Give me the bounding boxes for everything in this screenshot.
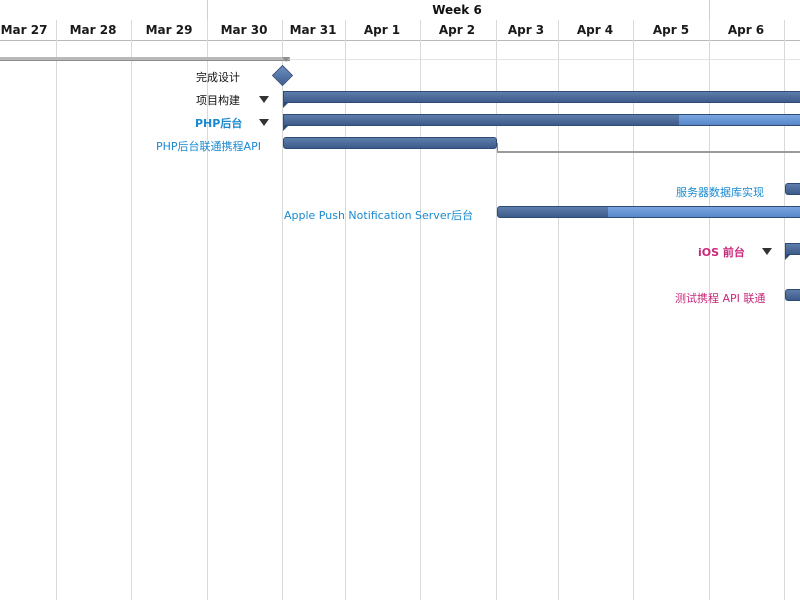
dependency-connector — [497, 143, 498, 152]
task-bar-php-backend[interactable] — [283, 114, 800, 126]
progress-remaining — [608, 207, 800, 217]
grid-line — [558, 20, 559, 600]
day-header: Mar 27 Mar 28 Mar 29 Mar 30 Mar 31 Apr 1… — [0, 20, 800, 41]
task-label-test-api: 测试携程 API 联通 — [675, 292, 766, 305]
summary-end-marker — [282, 57, 290, 62]
grid-line — [131, 20, 132, 600]
week-header: Week 6 — [0, 0, 800, 21]
week-separator — [207, 0, 208, 20]
day-label: Mar 28 — [69, 23, 117, 37]
collapse-triangle-icon[interactable] — [259, 96, 269, 103]
week-label: Week 6 — [432, 3, 482, 17]
grid-line — [709, 20, 710, 600]
task-label-php-backend: PHP后台 — [195, 117, 243, 130]
grid-line — [784, 20, 785, 600]
task-bar-apns[interactable] — [497, 206, 800, 218]
task-label-ios-front: iOS 前台 — [698, 246, 745, 259]
grid-line — [207, 20, 208, 600]
grid-line — [56, 20, 57, 600]
grid-line — [420, 20, 421, 600]
day-label: Apr 3 — [507, 23, 545, 37]
milestone-diamond[interactable] — [271, 64, 294, 87]
task-label-php-api: PHP后台联通携程API — [156, 140, 261, 153]
collapse-triangle-icon[interactable] — [762, 248, 772, 255]
task-bar-project-build[interactable] — [283, 91, 800, 103]
day-label: Apr 5 — [652, 23, 690, 37]
day-label: Apr 6 — [727, 23, 765, 37]
week-separator — [709, 0, 710, 20]
group-row — [0, 41, 800, 60]
summary-bar-top[interactable] — [0, 57, 290, 61]
task-label-project-build: 项目构建 — [196, 94, 240, 107]
grid-line — [633, 20, 634, 600]
task-label-milestone-design: 完成设计 — [196, 71, 240, 84]
day-label: Mar 31 — [289, 23, 337, 37]
task-label-server-db: 服务器数据库实现 — [676, 186, 764, 199]
summary-end-marker — [283, 125, 289, 131]
day-label: Mar 27 — [0, 23, 48, 37]
task-bar-test-api[interactable] — [785, 289, 800, 301]
task-label-apns: Apple Push Notification Server后台 — [284, 209, 474, 222]
summary-end-marker — [785, 254, 791, 260]
day-label: Apr 2 — [438, 23, 476, 37]
day-label: Apr 1 — [363, 23, 401, 37]
task-bar-php-api[interactable] — [283, 137, 497, 149]
grid-line — [496, 20, 497, 600]
dependency-connector — [497, 151, 800, 153]
collapse-triangle-icon[interactable] — [259, 119, 269, 126]
task-bar-server-db[interactable] — [785, 183, 800, 195]
progress-remaining — [679, 115, 800, 125]
task-bar-ios-front[interactable] — [785, 243, 800, 255]
summary-end-marker — [283, 102, 289, 108]
grid-line — [282, 20, 283, 600]
day-label: Mar 29 — [145, 23, 193, 37]
day-label: Apr 4 — [576, 23, 614, 37]
grid-line — [345, 20, 346, 600]
day-label: Mar 30 — [220, 23, 268, 37]
